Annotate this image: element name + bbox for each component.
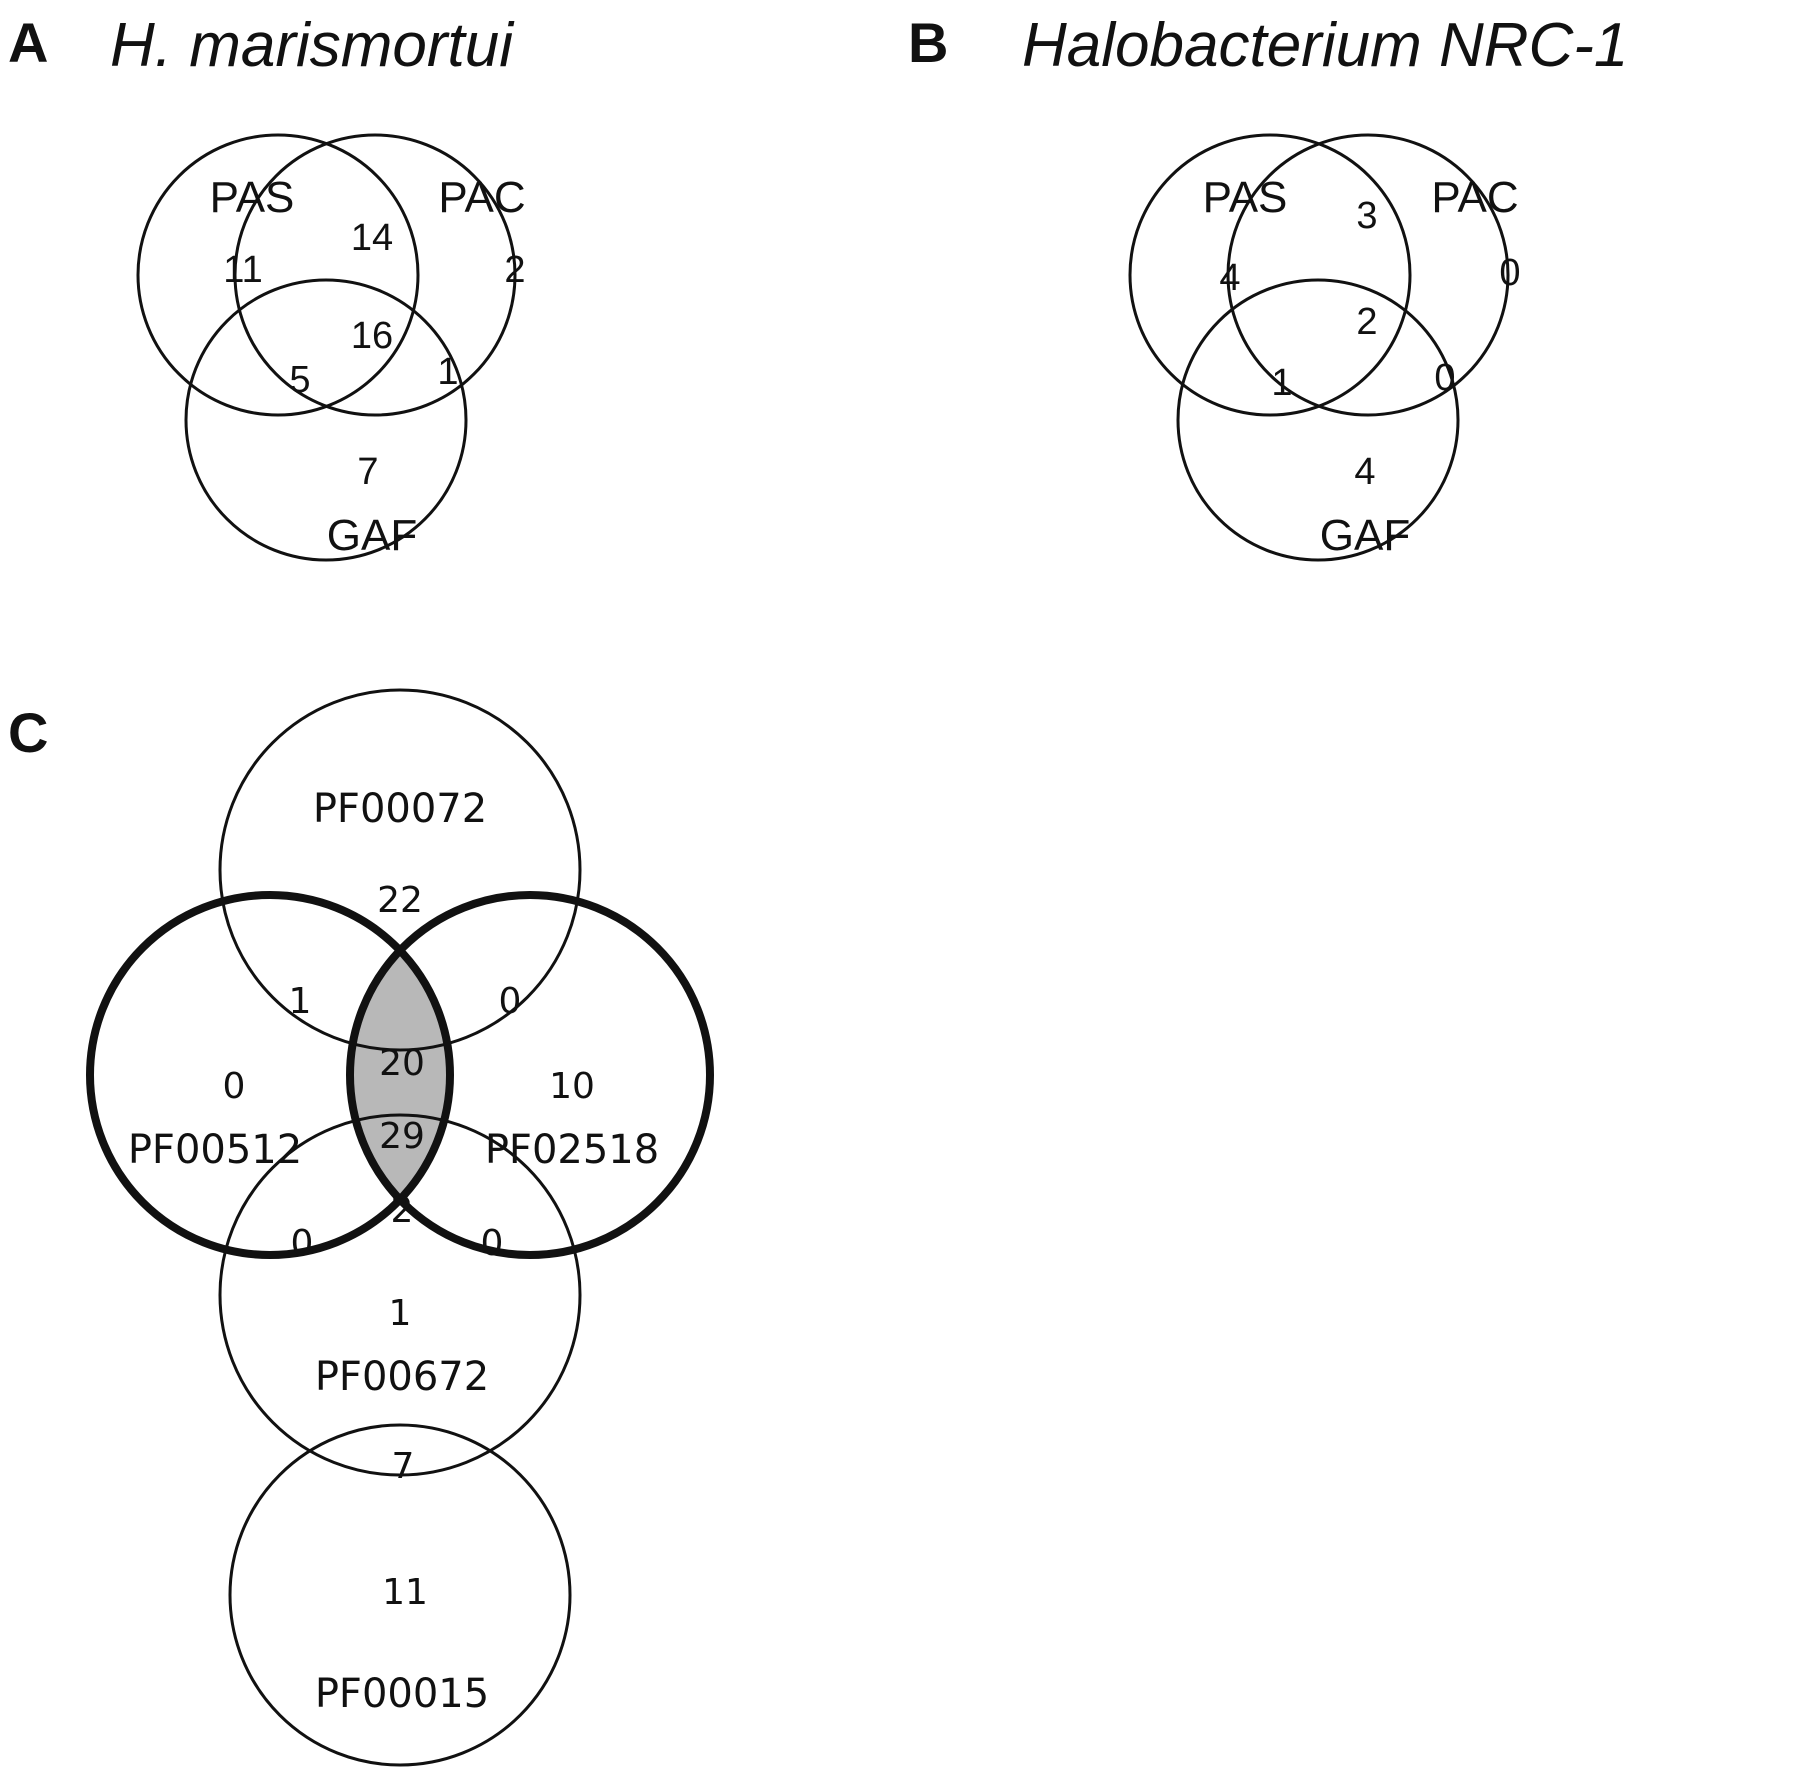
count-right-only: 10: [549, 1066, 595, 1107]
pac-circle-b: [1226, 133, 1510, 417]
count-left-right: 29: [379, 1116, 425, 1157]
count-left-right-middle: 2: [391, 1190, 414, 1231]
count-bottom-only: 11: [382, 1572, 428, 1613]
panel-a: A H. marismortui PAS PAC GAF 11 14 2 16 …: [8, 11, 526, 562]
panel-c-letter: C: [8, 701, 48, 764]
pf00072-label: PF00072: [313, 786, 487, 832]
count-top-only: 22: [377, 880, 423, 921]
count-top-right: 0: [499, 981, 522, 1022]
pf00015-circle: [228, 1423, 572, 1767]
pf00512-circle: [86, 891, 454, 1259]
pas-circle-a: [136, 133, 420, 417]
pac-label-b: PAC: [1431, 173, 1518, 222]
gaf-circle-a: [184, 278, 468, 562]
count-pas-gaf-b: 1: [1271, 362, 1292, 404]
count-pas-pac-b: 3: [1356, 195, 1377, 237]
panel-a-letter: A: [8, 11, 48, 74]
count-middle-only: 1: [389, 1293, 412, 1334]
gaf-label-a: GAF: [327, 511, 417, 560]
count-top-left: 1: [289, 981, 312, 1022]
count-pac-only-b: 0: [1499, 252, 1520, 294]
count-middle-bottom: 7: [392, 1446, 415, 1487]
count-left-middle: 0: [291, 1223, 314, 1264]
pf02518-circle: [346, 891, 714, 1259]
pf00512-label: PF00512: [128, 1127, 302, 1173]
pac-label-a: PAC: [438, 173, 525, 222]
panel-b: B Halobacterium NRC-1 PAS PAC GAF 4 3 0 …: [908, 11, 1628, 562]
count-pac-only-a: 2: [504, 249, 525, 291]
pf00015-label: PF00015: [315, 1671, 489, 1717]
pas-label-b: PAS: [1203, 173, 1288, 222]
panel-b-title: Halobacterium NRC-1: [1022, 11, 1628, 80]
pas-label-a: PAS: [210, 173, 295, 222]
panel-c: C PF00072 PF00512 PF02518 PF00672 PF0001…: [8, 688, 714, 1767]
count-pac-gaf-a: 1: [437, 351, 458, 393]
count-pas-only-a: 11: [223, 249, 262, 291]
count-left-only: 0: [223, 1066, 246, 1107]
gaf-circle-b: [1176, 278, 1460, 562]
pac-circle-a: [233, 133, 517, 417]
pf00072-circle: [218, 688, 582, 1052]
count-right-middle: 0: [481, 1223, 504, 1264]
count-gaf-only-a: 7: [357, 451, 378, 493]
pf00672-label: PF00672: [315, 1354, 489, 1400]
count-pas-pac-gaf-a: 16: [351, 315, 393, 357]
count-pas-pac-gaf-b: 2: [1356, 301, 1377, 343]
panel-a-title: H. marismortui: [110, 11, 515, 80]
count-gaf-only-b: 4: [1354, 451, 1375, 493]
count-pac-gaf-b: 0: [1434, 357, 1455, 399]
count-pas-gaf-a: 5: [289, 359, 310, 401]
pf02518-label: PF02518: [485, 1127, 659, 1173]
count-top-left-right: 20: [379, 1043, 425, 1084]
count-pas-only-b: 4: [1219, 257, 1240, 299]
pf00672-circle: [218, 1113, 582, 1477]
pas-circle-b: [1128, 133, 1412, 417]
count-pas-pac-a: 14: [351, 217, 393, 259]
panel-b-letter: B: [908, 11, 948, 74]
gaf-label-b: GAF: [1320, 511, 1410, 560]
